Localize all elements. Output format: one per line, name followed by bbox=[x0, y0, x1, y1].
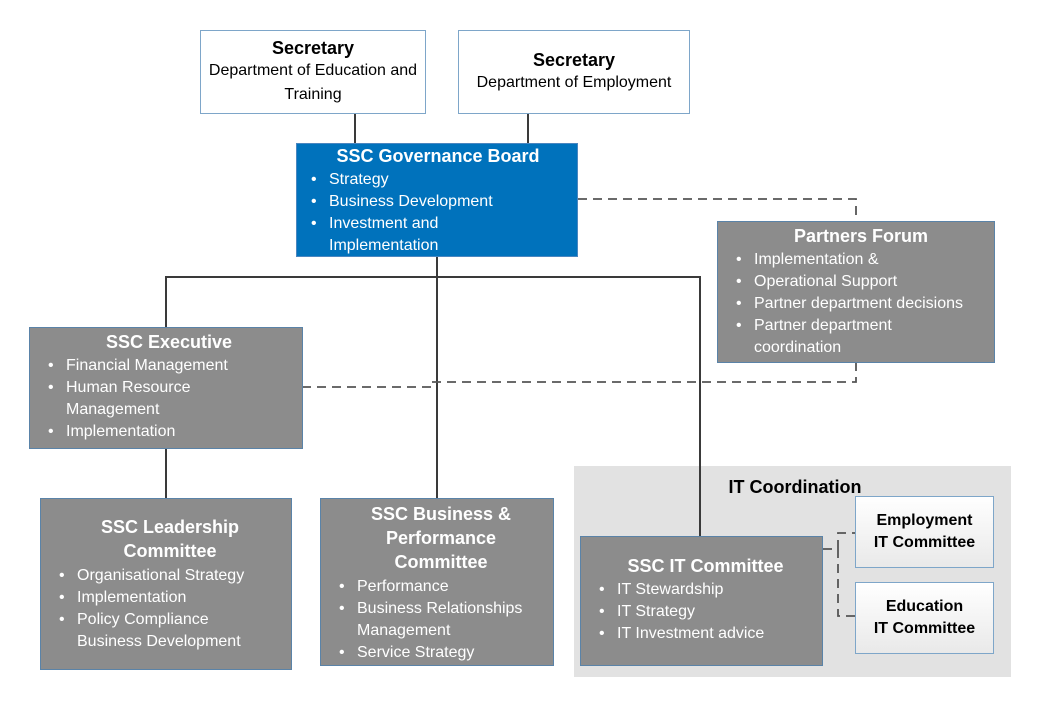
dashed-board-partners bbox=[578, 198, 857, 222]
list-item: Implementation bbox=[42, 421, 296, 443]
business-committee-list: Performance Business Relationships Manag… bbox=[333, 576, 549, 664]
secretary-education-subtitle: Department of Education and Training bbox=[208, 62, 418, 103]
dashed-it-subcommittees bbox=[823, 532, 856, 550]
leadership-committee-box: SSC Leadership Committee Organisational … bbox=[40, 498, 292, 670]
education-it-line2: IT Committee bbox=[873, 620, 976, 637]
list-item: Service Strategy bbox=[333, 642, 549, 664]
partners-forum-box: Partners Forum Implementation & Operatio… bbox=[717, 221, 995, 363]
employment-it-line2: IT Committee bbox=[873, 534, 976, 551]
list-item: Financial Management bbox=[42, 355, 296, 377]
list-item: Organisational Strategy bbox=[53, 565, 287, 587]
secretary-employment-box: Secretary Department of Employment bbox=[458, 30, 690, 114]
list-item: IT Strategy bbox=[593, 601, 818, 623]
list-item: Strategy bbox=[305, 169, 571, 191]
it-coordination-label: IT Coordination bbox=[728, 477, 862, 497]
governance-board-list: Strategy Business Development Investment… bbox=[305, 169, 571, 257]
dashed-exec-partners bbox=[302, 362, 857, 388]
list-item: Implementation & bbox=[730, 249, 992, 271]
list-item: Human Resource Management bbox=[42, 377, 296, 421]
secretary-education-title: Secretary bbox=[271, 38, 355, 58]
list-item: Performance bbox=[333, 576, 549, 598]
employment-it-committee-box: Employment IT Committee bbox=[855, 496, 994, 568]
leadership-committee-list: Organisational Strategy Implementation P… bbox=[53, 565, 287, 653]
education-it-committee-box: Education IT Committee bbox=[855, 582, 994, 654]
list-item: Business Development bbox=[305, 191, 571, 213]
list-item: Business Relationships Management bbox=[333, 598, 549, 642]
employment-it-line1: Employment bbox=[876, 512, 973, 529]
executive-box: SSC Executive Financial Management Human… bbox=[29, 327, 303, 449]
partners-forum-title: Partners Forum bbox=[793, 226, 929, 246]
list-item: Partner department coordination bbox=[730, 315, 992, 359]
list-item: Policy Compliance Business Development bbox=[53, 609, 287, 653]
list-item: Operational Support bbox=[730, 271, 992, 293]
list-item: IT Investment advice bbox=[593, 623, 818, 645]
secretary-employment-subtitle: Department of Employment bbox=[476, 74, 672, 91]
list-item: Implementation bbox=[53, 587, 287, 609]
it-committee-list: IT Stewardship IT Strategy IT Investment… bbox=[593, 579, 818, 645]
leadership-committee-title: SSC Leadership Committee bbox=[100, 517, 240, 561]
governance-board-title: SSC Governance Board bbox=[336, 146, 540, 166]
secretary-employment-title: Secretary bbox=[532, 50, 616, 70]
governance-board-box: SSC Governance Board Strategy Business D… bbox=[296, 143, 578, 257]
connector-board-branch bbox=[165, 276, 701, 537]
partners-forum-list: Implementation & Operational Support Par… bbox=[730, 249, 992, 359]
list-item: Investment and Implementation bbox=[305, 213, 571, 257]
business-committee-title: SSC Business & Performance Committee bbox=[370, 504, 512, 572]
executive-title: SSC Executive bbox=[105, 332, 233, 352]
list-item: Partner department decisions bbox=[730, 293, 992, 315]
secretary-education-box: Secretary Department of Education and Tr… bbox=[200, 30, 426, 114]
business-committee-box: SSC Business & Performance Committee Per… bbox=[320, 498, 554, 666]
list-item: IT Stewardship bbox=[593, 579, 818, 601]
dashed-it-education bbox=[837, 549, 856, 617]
executive-list: Financial Management Human Resource Mana… bbox=[42, 355, 296, 443]
education-it-line1: Education bbox=[885, 598, 964, 615]
it-committee-box: SSC IT Committee IT Stewardship IT Strat… bbox=[580, 536, 823, 666]
it-committee-title: SSC IT Committee bbox=[627, 556, 784, 576]
